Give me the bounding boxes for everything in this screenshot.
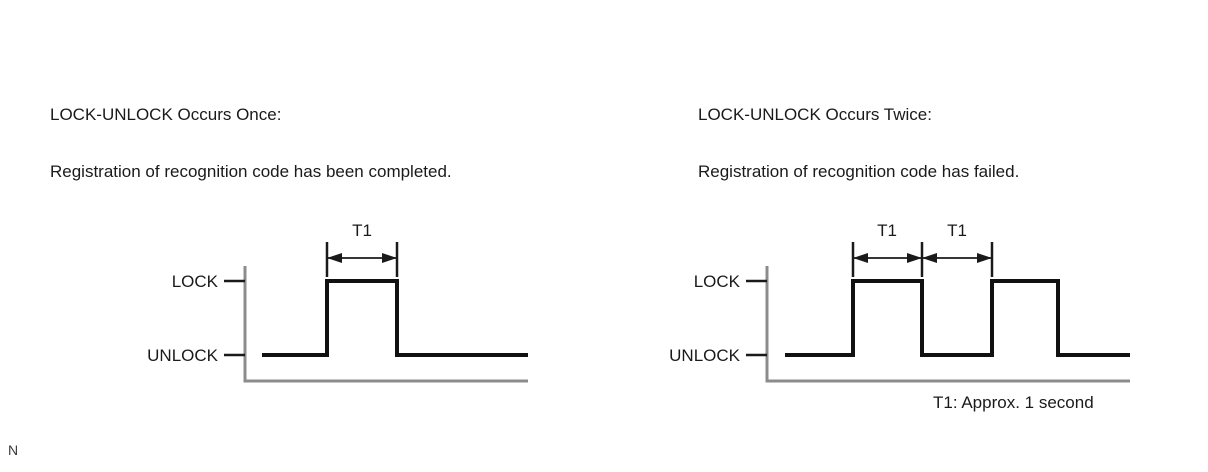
dim-arrowhead-second-left — [922, 253, 937, 263]
t1-definition-note: T1: Approx. 1 second — [933, 393, 1094, 412]
dim-label-t1-second: T1 — [947, 221, 967, 240]
dim-label-t1-once: T1 — [352, 221, 372, 240]
panel-twice-heading: LOCK-UNLOCK Occurs Twice: — [698, 105, 932, 124]
page-corner-mark: N — [8, 442, 19, 458]
signal-waveform-once — [262, 279, 528, 357]
dim-label-t1-first: T1 — [877, 221, 897, 240]
chart-axis-twice — [765, 266, 1130, 383]
dim-arrowhead-first-left — [853, 253, 868, 263]
waveform-chart-once: LOCK UNLOCK T1 — [147, 221, 528, 383]
waveform-chart-twice: LOCK UNLOCK T1 T1 — [669, 221, 1130, 383]
axis-label-unlock-twice: UNLOCK — [669, 346, 741, 365]
panel-lock-unlock-twice: LOCK-UNLOCK Occurs Twice: Registration o… — [620, 0, 1208, 472]
dim-arrowhead-first-right — [907, 253, 922, 263]
panel-once-heading: LOCK-UNLOCK Occurs Once: — [50, 105, 282, 124]
panel-twice-description: Registration of recognition code has fai… — [698, 162, 1020, 181]
axis-label-lock-twice: LOCK — [694, 272, 741, 291]
dim-arrowhead-second-right — [977, 253, 992, 263]
signal-waveform-twice — [785, 279, 1130, 357]
dim-arrowhead-left-once — [327, 253, 342, 263]
chart-axis-once — [243, 266, 528, 383]
panel-once-description: Registration of recognition code has bee… — [50, 162, 452, 181]
panel-lock-unlock-once: LOCK-UNLOCK Occurs Once: Registration of… — [50, 105, 528, 383]
axis-label-lock-once: LOCK — [172, 272, 219, 291]
axis-label-unlock-once: UNLOCK — [147, 346, 219, 365]
dim-arrowhead-right-once — [382, 253, 397, 263]
